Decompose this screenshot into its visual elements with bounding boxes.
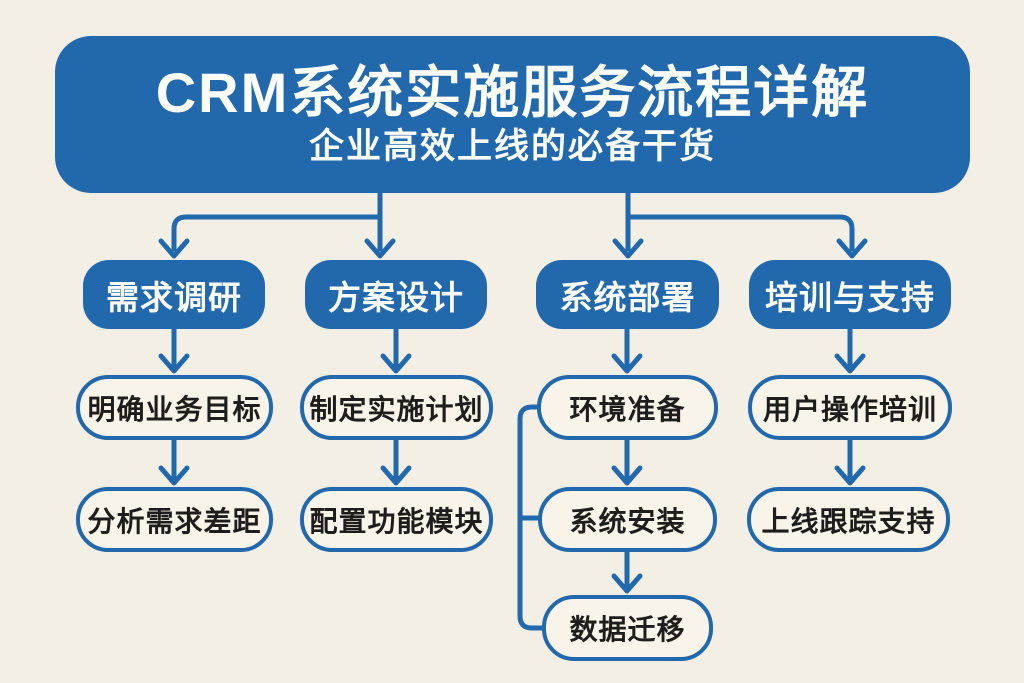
- arrowhead: [611, 353, 643, 374]
- page-subtitle: 企业高效上线的必备干货: [308, 126, 716, 166]
- arrowhead: [611, 573, 643, 594]
- arrowhead: [158, 465, 190, 486]
- header-banner: CRM系统实施服务流程详解 企业高效上线的必备干货: [55, 36, 970, 193]
- stage-box-system-deployment: 系统部署: [536, 260, 719, 329]
- arrowhead: [611, 465, 643, 486]
- arrowhead: [364, 238, 396, 259]
- stage-box-requirements-research: 需求调研: [83, 260, 265, 329]
- step-data-migration: 数据迁移: [542, 595, 713, 661]
- step-environment-preparation: 环境准备: [537, 375, 718, 440]
- step-golive-tracking-support: 上线跟踪支持: [747, 487, 950, 552]
- arrowhead: [380, 353, 412, 374]
- branch-to-col1: [171, 214, 383, 252]
- arrowhead: [836, 238, 868, 259]
- step-analyze-requirement-gaps: 分析需求差距: [76, 487, 273, 552]
- branch-to-col4: [625, 214, 855, 252]
- arrowhead: [380, 465, 412, 486]
- step-clarify-business-goals: 明确业务目标: [76, 375, 273, 440]
- arrowhead: [834, 465, 866, 486]
- page-title: CRM系统实施服务流程详解: [155, 60, 870, 124]
- stage-box-training-support: 培训与支持: [749, 260, 951, 329]
- arrowhead: [834, 353, 866, 374]
- step-configure-function-modules: 配置功能模块: [300, 487, 493, 552]
- arrowhead: [158, 238, 190, 259]
- step-user-operation-training: 用户操作培训: [748, 375, 952, 440]
- step-system-installation: 系统安装: [538, 487, 717, 552]
- stage-box-solution-design: 方案设计: [305, 260, 487, 329]
- step-make-implementation-plan: 制定实施计划: [300, 375, 493, 440]
- arrowhead: [612, 238, 644, 259]
- arrowhead: [158, 353, 190, 374]
